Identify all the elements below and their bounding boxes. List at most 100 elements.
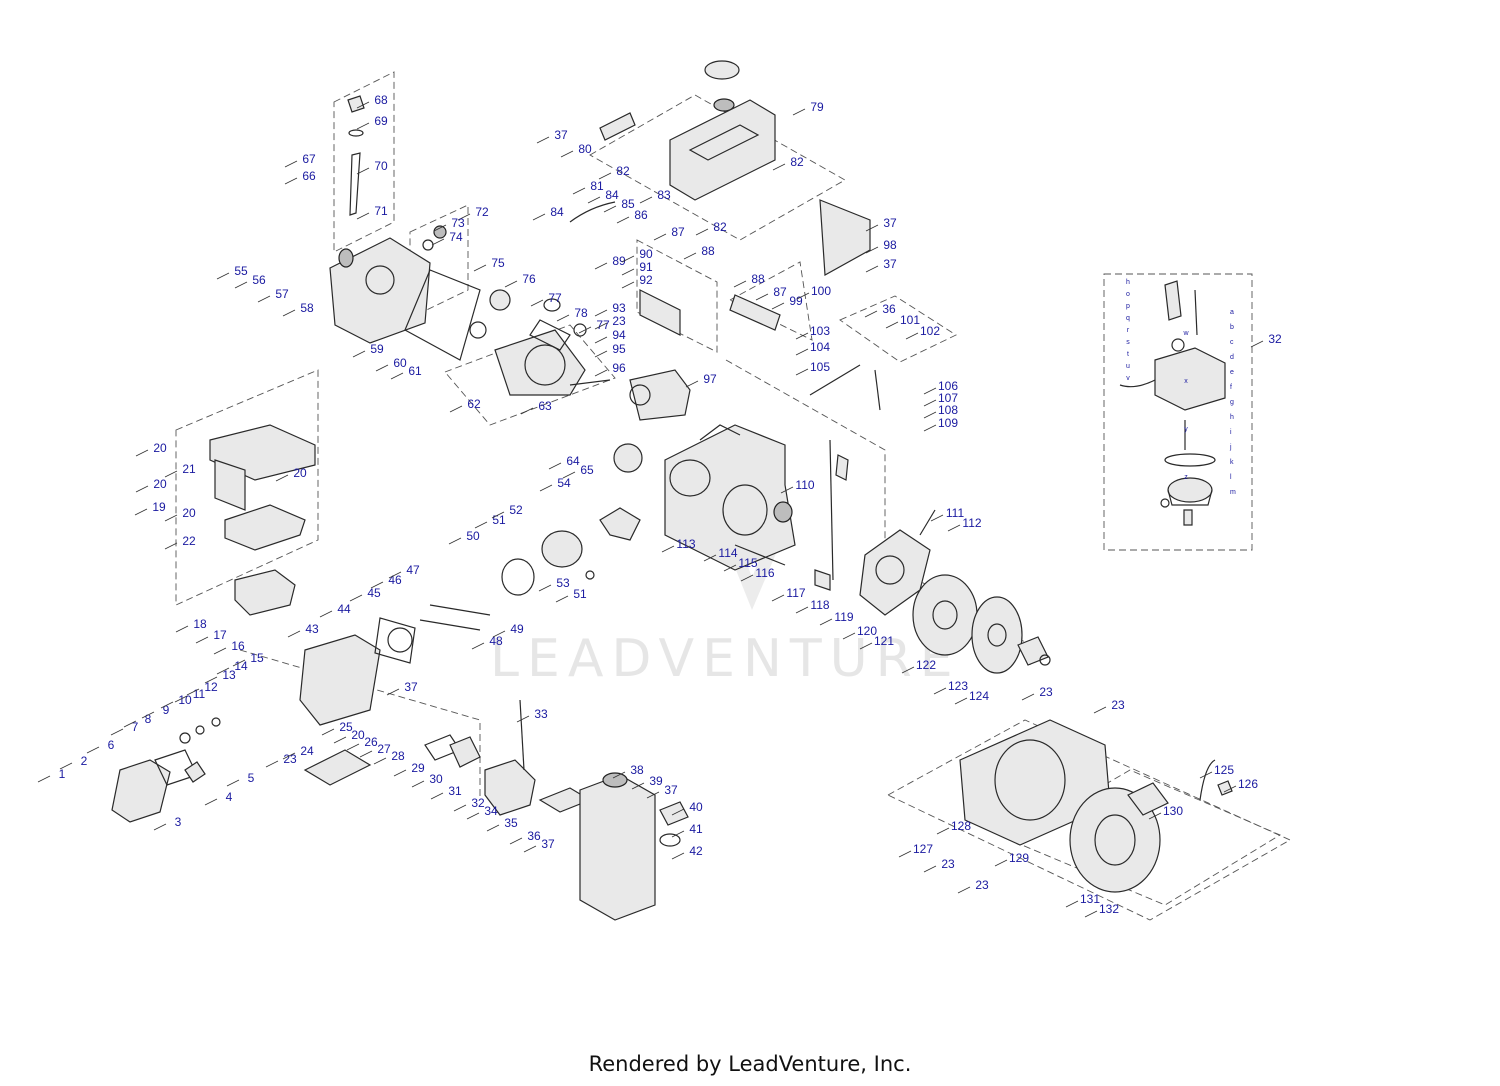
carb-sub-label: u (1126, 363, 1130, 370)
callout-48: 48 (471, 634, 503, 650)
callout-number: 131 (1080, 892, 1100, 906)
leader-line (370, 581, 384, 589)
callout-number: 88 (751, 272, 765, 286)
callout-74: 74 (431, 230, 463, 246)
callout-19: 19 (134, 500, 166, 516)
leader-line (431, 238, 445, 246)
callout-number: 124 (969, 689, 989, 703)
leader-line (646, 791, 660, 799)
leader-line (349, 594, 363, 602)
footer-credit: Rendered by LeadVenture, Inc. (588, 1052, 912, 1076)
leader-line (723, 564, 737, 572)
callout-106: 106 (923, 379, 958, 395)
callout-number: 62 (467, 397, 481, 411)
callout-number: 128 (951, 819, 971, 833)
callout-93: 93 (594, 301, 626, 317)
callout-22: 22 (164, 534, 196, 550)
callout-number: 5 (248, 771, 255, 785)
callout-63: 63 (520, 399, 552, 415)
callout-75: 75 (473, 256, 505, 272)
callout-111: 111 (930, 506, 965, 522)
callout-36: 36 (509, 829, 541, 845)
callout-number: 26 (364, 735, 378, 749)
callout-number: 113 (676, 537, 695, 551)
callout-number: 69 (374, 114, 388, 128)
callout-number: 53 (556, 576, 570, 590)
callout-number: 13 (222, 668, 236, 682)
leader-line (457, 213, 471, 221)
callout-131: 131 (1065, 892, 1100, 908)
leader-line (842, 632, 856, 640)
leader-line (373, 757, 387, 765)
callout-7: 7 (110, 720, 139, 736)
leader-line (539, 484, 553, 492)
callout-number: 49 (510, 622, 524, 636)
callout-number: 82 (790, 155, 804, 169)
callout-number: 77 (548, 291, 562, 305)
leader-line (621, 255, 635, 263)
callout-120: 120 (842, 624, 877, 640)
callout-number: 37 (664, 783, 678, 797)
callout-20: 20 (164, 506, 196, 522)
callout-20: 20 (135, 441, 167, 457)
callout-number: 50 (466, 529, 480, 543)
leader-line (1250, 340, 1264, 348)
callout-number: 37 (554, 128, 568, 142)
leader-line (594, 262, 608, 270)
callout-37: 37 (865, 257, 897, 273)
callout-number: 84 (605, 188, 619, 202)
leader-line (538, 584, 552, 592)
callout-number: 119 (834, 610, 853, 624)
leader-line (359, 750, 373, 758)
callout-number: 70 (374, 159, 388, 173)
callout-number: 63 (538, 399, 552, 413)
callout-number: 127 (913, 842, 933, 856)
watermark-text: LEADVENTURE (490, 629, 961, 689)
leader-line (234, 281, 248, 289)
callout-23: 23 (1093, 698, 1125, 714)
leader-line (471, 642, 485, 650)
callout-82: 82 (772, 155, 804, 171)
leader-line (257, 295, 271, 303)
leader-line (134, 508, 148, 516)
leader-line (796, 292, 810, 300)
callout-number: 36 (527, 829, 541, 843)
leader-line (275, 474, 289, 482)
leader-line (947, 524, 961, 532)
callout-number: 118 (810, 598, 829, 612)
leader-line (141, 711, 155, 719)
callout-number: 111 (946, 506, 965, 520)
callout-number: 2 (81, 754, 88, 768)
callout-number: 81 (590, 179, 604, 193)
callout-121: 121 (859, 634, 894, 650)
leader-line (449, 405, 463, 413)
leader-line (226, 779, 240, 787)
callout-42: 42 (671, 844, 703, 860)
leader-line (865, 246, 879, 254)
carb-sub-label: c (1230, 339, 1234, 346)
callout-10: 10 (160, 693, 192, 709)
leader-line (594, 322, 608, 330)
leader-line (448, 537, 462, 545)
crankcase-cover-group (329, 95, 487, 361)
callout-number: 123 (948, 679, 968, 693)
callout-66: 66 (284, 169, 316, 185)
leader-line (685, 380, 699, 388)
callout-number: 110 (795, 478, 814, 492)
leader-line (390, 372, 404, 380)
leader-line (411, 780, 425, 788)
callout-number: 16 (231, 639, 245, 653)
leader-line (204, 798, 218, 806)
callout-number: 105 (810, 360, 830, 374)
callout-number: 100 (811, 284, 831, 298)
leader-line (175, 625, 189, 633)
leader-line (356, 122, 370, 130)
callout-number: 117 (786, 586, 805, 600)
callout-40: 40 (671, 800, 703, 816)
callout-38: 38 (612, 763, 644, 779)
leader-line (594, 309, 608, 317)
leader-line (375, 364, 389, 372)
callout-53: 53 (538, 576, 570, 592)
leader-line (923, 399, 937, 407)
callout-number: 66 (302, 169, 316, 183)
